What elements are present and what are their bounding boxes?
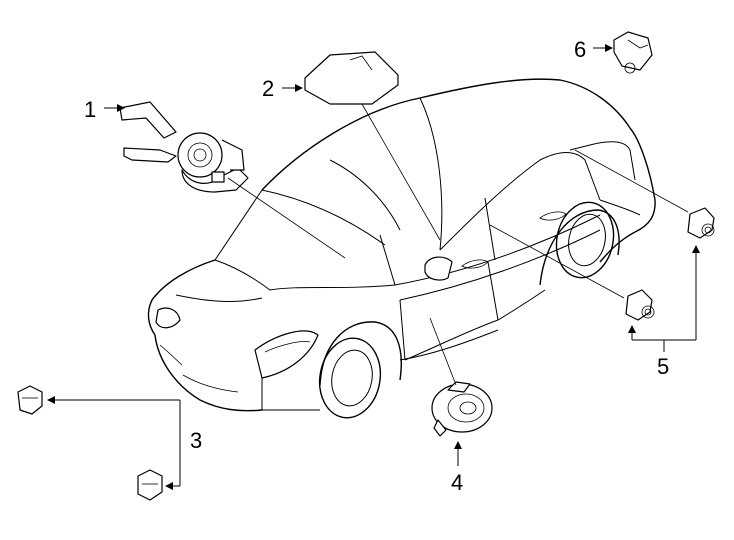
airbag-module-part (304, 51, 399, 105)
callout-4: 4 (451, 470, 463, 495)
callout-5: 5 (657, 354, 669, 379)
sensor-5-upper-part (687, 207, 715, 239)
callout-3: 3 (190, 428, 202, 453)
callout-1: 1 (84, 97, 96, 122)
leader-lines (47, 44, 700, 490)
sensor-3-upper-part (17, 385, 43, 415)
car-outline (147, 78, 656, 419)
sensor-6-part (613, 31, 653, 74)
sensor-3-lower-part (137, 469, 163, 501)
callout-6: 6 (574, 37, 586, 62)
sensor-5-lower-part (625, 289, 655, 321)
combination-switch-part (119, 101, 249, 193)
sensor-ring-4-part (431, 381, 493, 437)
callout-2: 2 (262, 76, 274, 101)
